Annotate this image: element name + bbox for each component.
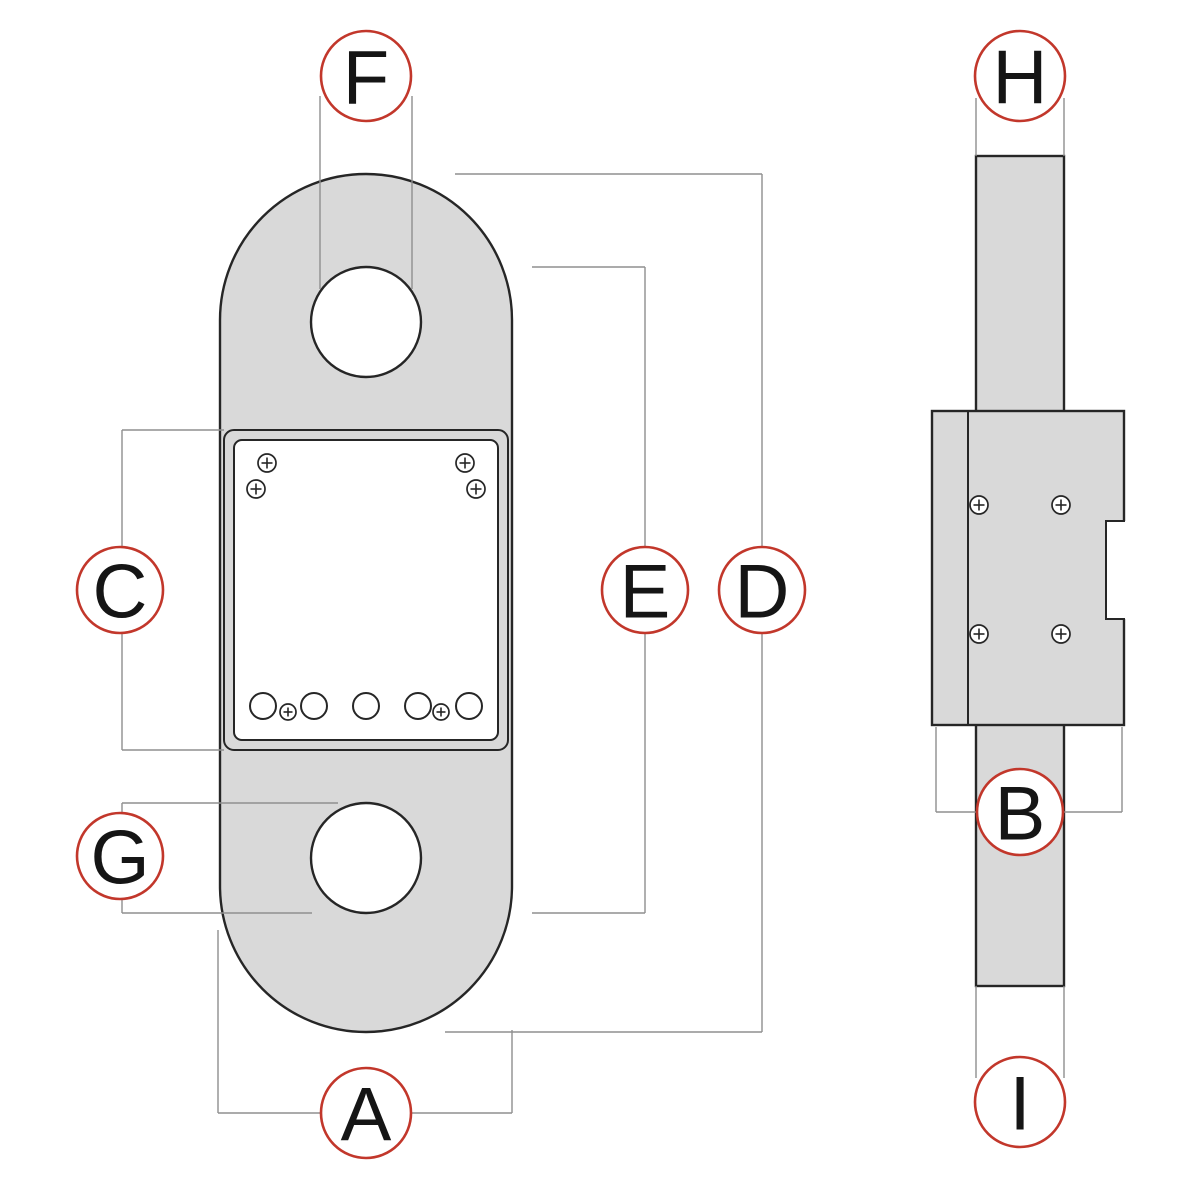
panel-button <box>249 692 277 720</box>
label-text-E: E <box>620 549 671 634</box>
panel-screw <box>246 479 266 499</box>
label-text-H: H <box>993 35 1048 120</box>
label-circle-A <box>319 1066 413 1160</box>
label-text-G: G <box>90 815 149 900</box>
panel-screw <box>257 453 277 473</box>
dimension-label-F: F <box>319 29 413 123</box>
panel-screw <box>432 703 450 721</box>
label-text-B: B <box>995 771 1046 856</box>
label-circle-F <box>319 29 413 123</box>
panel-screw <box>455 453 475 473</box>
label-text-I: I <box>1009 1061 1030 1146</box>
dimension-label-I: I <box>973 1055 1067 1149</box>
label-circle-G <box>75 811 165 901</box>
panel-button <box>455 692 483 720</box>
dimension-label-E: E <box>600 545 690 635</box>
front-bottom-shackle-hole <box>309 801 423 915</box>
side-notch-cutout <box>1106 521 1126 619</box>
dimension-label-D: D <box>717 545 807 635</box>
housing-screw <box>969 624 989 644</box>
panel-button <box>300 692 328 720</box>
label-circle-C <box>75 545 165 635</box>
label-text-A: A <box>341 1072 392 1157</box>
dimension-label-H: H <box>973 29 1067 123</box>
label-text-C: C <box>93 549 148 634</box>
dimension-label-C: C <box>75 545 165 635</box>
label-text-F: F <box>343 35 389 120</box>
panel-button <box>404 692 432 720</box>
label-circle-B <box>975 767 1065 857</box>
housing-screw <box>969 495 989 515</box>
side-housing-block <box>930 409 1126 727</box>
label-text-D: D <box>735 549 790 634</box>
label-circle-D <box>717 545 807 635</box>
front-panel-inner <box>233 439 499 741</box>
label-circle-E <box>600 545 690 635</box>
panel-screw <box>466 479 486 499</box>
label-circle-H <box>973 29 1067 123</box>
dimension-label-A: A <box>319 1066 413 1160</box>
dimension-labels: F H C E D G B A <box>75 29 1067 1160</box>
label-circle-I <box>973 1055 1067 1149</box>
panel-button <box>352 692 380 720</box>
side-view <box>930 154 1126 988</box>
dimension-label-G: G <box>75 811 165 901</box>
dimension-label-B: B <box>975 767 1065 857</box>
housing-screw <box>1051 495 1071 515</box>
side-notch-outline <box>1105 520 1125 620</box>
panel-screw <box>279 703 297 721</box>
front-top-shackle-hole <box>309 265 423 379</box>
housing-screw <box>1051 624 1071 644</box>
front-view <box>218 172 514 1034</box>
